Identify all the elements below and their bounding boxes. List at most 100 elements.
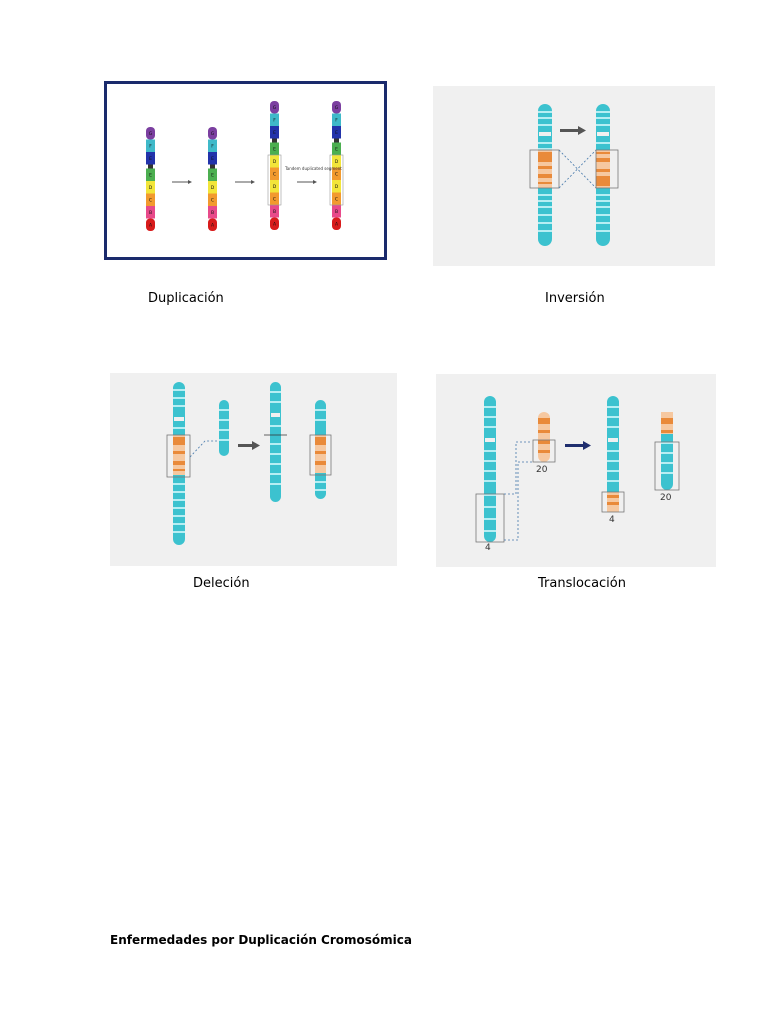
deletion-chromosome-original bbox=[166, 382, 191, 545]
duplication-band bbox=[332, 113, 341, 126]
translocation-label-4: 4 bbox=[485, 543, 491, 553]
duplication-band-label: E bbox=[149, 172, 152, 178]
duplication-band-label: C bbox=[273, 171, 276, 177]
duplication-band bbox=[332, 126, 341, 139]
deletion-fragment bbox=[219, 400, 229, 456]
duplication-chromosome-2: GF E E DC BA bbox=[208, 127, 217, 231]
duplication-centromere bbox=[272, 138, 277, 143]
duplication-band-label: B bbox=[211, 210, 214, 216]
duplication-band-label: A bbox=[149, 222, 153, 228]
inversion-arrow bbox=[560, 126, 586, 135]
translocation-chr4-original: 4 bbox=[475, 396, 505, 553]
duplication-band-label: B bbox=[335, 209, 338, 215]
duplication-segment-box bbox=[329, 154, 344, 206]
inversion-crossing-lines bbox=[558, 149, 597, 189]
duplication-band-label: A bbox=[273, 221, 277, 227]
duplication-band-label: F bbox=[335, 117, 338, 123]
duplication-band bbox=[332, 101, 341, 114]
duplication-segment-box bbox=[267, 154, 282, 206]
duplication-band-label: F bbox=[211, 143, 214, 149]
duplication-centromere bbox=[334, 138, 339, 143]
translocation-chr20-original: 20 bbox=[532, 412, 556, 475]
duplication-band-label: D bbox=[273, 184, 277, 190]
duplication-band-label: B bbox=[273, 209, 276, 215]
duplication-band-label: G bbox=[335, 105, 339, 111]
duplication-band-label: C bbox=[211, 197, 214, 203]
duplication-band bbox=[146, 168, 155, 181]
duplication-band-label: E bbox=[211, 156, 214, 162]
figure-translocation: 4 20 bbox=[436, 374, 716, 567]
caption-deletion: Deleción bbox=[193, 576, 250, 591]
duplication-band-label: E bbox=[335, 146, 338, 152]
duplication-band bbox=[208, 193, 217, 206]
caption-translocation: Translocación bbox=[538, 576, 626, 591]
translocation-chr4-result: 4 bbox=[601, 396, 625, 525]
deletion-chromosome-segment bbox=[309, 400, 332, 499]
translocation-arrow bbox=[565, 441, 591, 450]
deletion-diagram bbox=[110, 373, 397, 566]
duplication-band bbox=[208, 206, 217, 219]
duplication-band-label: D bbox=[211, 185, 215, 191]
duplication-band bbox=[332, 217, 341, 230]
duplication-band-label: E bbox=[335, 130, 338, 136]
section-heading: Enfermedades por Duplicación Cromosómica bbox=[110, 933, 412, 947]
duplication-band bbox=[208, 181, 217, 194]
deletion-chromosome-result bbox=[264, 382, 287, 502]
duplication-band bbox=[270, 113, 279, 126]
figure-inversion bbox=[433, 86, 715, 266]
duplication-band-label: A bbox=[211, 222, 215, 228]
duplication-band bbox=[270, 205, 279, 218]
duplication-band bbox=[146, 218, 155, 231]
duplication-band-label: C bbox=[335, 196, 338, 202]
duplication-band bbox=[270, 155, 279, 168]
duplication-band-label: F bbox=[149, 143, 152, 149]
duplication-band bbox=[146, 152, 155, 165]
translocation-label-20: 20 bbox=[536, 465, 548, 475]
duplication-band bbox=[332, 167, 341, 180]
duplication-band-label: E bbox=[273, 130, 276, 136]
translocation-label-4-result: 4 bbox=[609, 515, 615, 525]
duplication-band-label: G bbox=[211, 131, 215, 137]
duplication-band bbox=[332, 205, 341, 218]
duplication-note: Tandem duplicated segment bbox=[284, 166, 342, 171]
duplication-band-label: E bbox=[211, 172, 214, 178]
duplication-band bbox=[332, 142, 341, 155]
duplication-band bbox=[270, 217, 279, 230]
duplication-band bbox=[270, 126, 279, 139]
inversion-chromosome-inverted bbox=[595, 104, 619, 246]
duplication-band bbox=[270, 180, 279, 193]
duplication-band bbox=[270, 142, 279, 155]
duplication-band-label: B bbox=[149, 210, 152, 216]
deletion-panel bbox=[110, 373, 397, 566]
duplication-band bbox=[270, 101, 279, 114]
duplication-band bbox=[208, 218, 217, 231]
duplication-arrows bbox=[172, 180, 317, 184]
duplication-band-label: D bbox=[335, 184, 339, 190]
duplication-band bbox=[146, 193, 155, 206]
duplication-band bbox=[146, 206, 155, 219]
duplication-band bbox=[208, 127, 217, 140]
duplication-band-label: C bbox=[149, 197, 152, 203]
duplication-band-label: G bbox=[273, 105, 277, 111]
duplication-band-label: C bbox=[335, 171, 338, 177]
deletion-connector bbox=[189, 440, 217, 458]
duplication-band-label: A bbox=[335, 221, 339, 227]
duplication-band-label: D bbox=[273, 159, 277, 165]
translocation-connectors bbox=[504, 441, 532, 541]
translocation-label-20-result: 20 bbox=[660, 493, 672, 503]
inversion-diagram bbox=[433, 86, 715, 266]
inversion-panel bbox=[433, 86, 715, 266]
duplication-band bbox=[146, 127, 155, 140]
duplication-band-label: D bbox=[335, 159, 339, 165]
duplication-band-label: D bbox=[149, 185, 153, 191]
translocation-chr20-result: 20 bbox=[654, 412, 680, 503]
duplication-band-label: G bbox=[149, 131, 153, 137]
caption-duplication: Duplicación bbox=[148, 291, 224, 306]
duplication-band bbox=[332, 192, 341, 205]
